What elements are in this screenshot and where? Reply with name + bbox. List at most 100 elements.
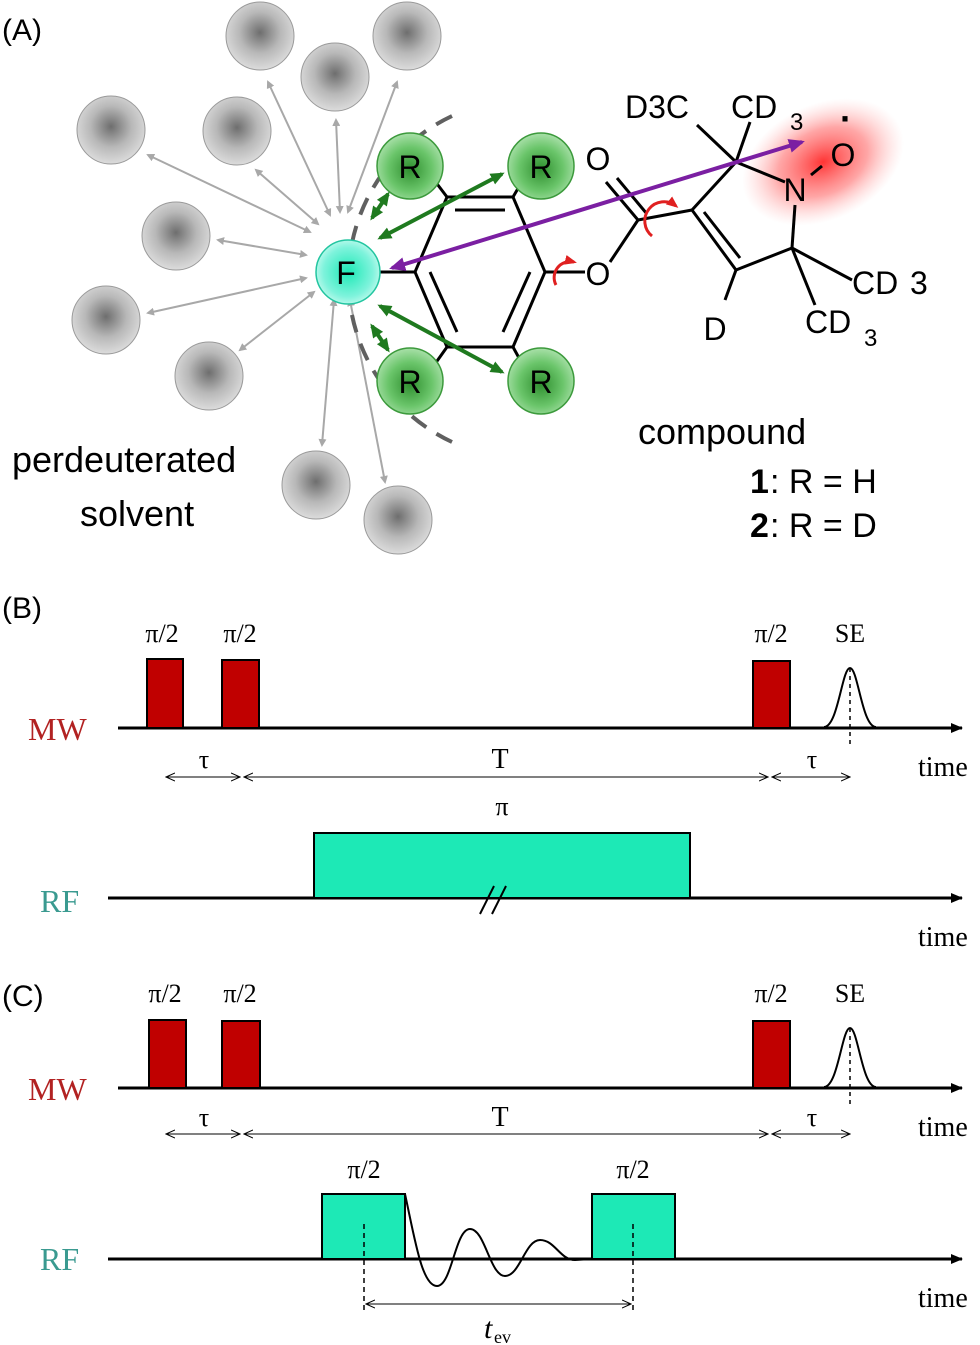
compound-label: compound [638, 411, 806, 452]
mw-pulse [752, 660, 791, 729]
ring-bond [735, 246, 793, 272]
spin-echo-label: SE [835, 979, 865, 1008]
r-substituent [507, 347, 575, 415]
mw-pulse [146, 658, 184, 729]
mw-channel-label: MW [28, 1071, 87, 1107]
evolution-time-label: t ev [484, 1312, 511, 1345]
solvent-arrow [332, 118, 344, 214]
mixing-time-label: T [491, 1102, 508, 1133]
evolution-time-subscript: ev [494, 1327, 511, 1345]
solvent-molecule [71, 285, 141, 355]
rf-pulse-label: π [495, 792, 508, 821]
mw-pulse-label: π/2 [223, 619, 256, 648]
rf-channel-label: RF [40, 1241, 79, 1277]
solvent-arrow [238, 290, 316, 352]
r-atom-label: R [398, 364, 421, 400]
mw-pulse [221, 1020, 261, 1089]
tau-label: τ [807, 1103, 817, 1132]
bond-n-o [810, 164, 823, 177]
solvent-molecule [363, 485, 433, 555]
compound-1-text: : R = H [770, 463, 877, 501]
d3c-group-label: D3C [625, 89, 689, 125]
ester-oxygen-label: O [586, 256, 611, 292]
rf-pulse-label: π/2 [616, 1155, 649, 1184]
tau-label: τ [807, 745, 817, 774]
rf-channel-label: RF [40, 883, 79, 919]
nitrogen-label: N [783, 172, 806, 208]
r-substituent [376, 347, 444, 415]
solvent-molecule [141, 201, 211, 271]
nitroxide-oxygen-label: O [831, 137, 856, 173]
r-atom-label: R [529, 149, 552, 185]
compound-2-definition: 2 : R = D [750, 507, 877, 545]
mw-pulse [221, 659, 260, 729]
solvent-molecule [225, 1, 295, 71]
cd3-top-label: CD [731, 89, 777, 125]
panel-b-label: (B) [2, 592, 42, 625]
cd3-bottom-group: CD 3 [805, 304, 877, 352]
coupling-arrow [377, 304, 505, 374]
cd3-top-subscript: 3 [790, 109, 803, 136]
rf-inversion-pulse [313, 832, 691, 899]
solvent-molecules [71, 1, 442, 555]
cd3-bottom-label: CD [805, 304, 851, 340]
solvent-arrow [266, 80, 332, 217]
rf-pulse-label: π/2 [347, 1155, 380, 1184]
mw-time-label: time [918, 1112, 968, 1143]
axis-break-mark [491, 885, 507, 915]
cd3-right-group: CD 3 [852, 265, 928, 301]
solvent-molecule [300, 42, 370, 112]
solvent-arrow [146, 275, 308, 316]
fluorine-atom [315, 239, 381, 305]
solvent-arrow [216, 237, 308, 258]
compound-2-number: 2 [750, 507, 769, 545]
bond-o-c [608, 219, 640, 263]
spin-echo-label: SE [835, 619, 865, 648]
cd3-top-group: CD 3 [731, 89, 803, 136]
free-evolution-signal [404, 1193, 593, 1288]
ring-double-bond [501, 271, 532, 333]
solvent-label-line1: perdeuterated [12, 439, 236, 480]
compound-2-text: : R = D [770, 507, 877, 545]
coupling-arrow [370, 323, 390, 353]
tau-label: τ [199, 1103, 209, 1132]
solvent-molecule [76, 95, 146, 165]
solvent-molecule [372, 1, 442, 71]
bond-c-d [723, 269, 738, 301]
mw-pulse [148, 1019, 187, 1089]
compound-1-definition: 1 : R = H [750, 463, 877, 501]
cd3-right-label: CD [852, 265, 898, 301]
bond-c-cd3 [790, 247, 817, 306]
panel-c-label: (C) [2, 980, 44, 1013]
r-substituent [376, 132, 444, 200]
ring-double-bond [428, 271, 459, 333]
r-substituents: R R R R [376, 132, 575, 415]
rf-time-label: time [918, 1283, 968, 1314]
evolution-time-symbol: t [484, 1312, 493, 1345]
compound-1-number: 1 [750, 463, 769, 501]
mw-pulse-label: π/2 [754, 979, 787, 1008]
solvent-arrow [346, 80, 399, 214]
solvent-arrow [318, 298, 338, 447]
solvent-molecule [202, 96, 272, 166]
cd3-bottom-subscript: 3 [864, 325, 877, 352]
mw-pulse-label: π/2 [223, 979, 256, 1008]
fluorine-atom-label: F [336, 255, 356, 291]
panel-c: (C) MW time π/2 π/2 π/2 SE τ T τ RF time… [2, 979, 968, 1345]
cd3-right-subscript: 3 [910, 265, 928, 301]
fluorine-electron-distance-arrow [389, 139, 805, 271]
panel-a-label: (A) [2, 14, 42, 47]
carbonyl-oxygen-label: O [586, 141, 611, 177]
axis-break-mark [479, 885, 495, 915]
bond-c-cd3 [734, 121, 752, 163]
solvent-molecule [174, 341, 244, 411]
ring-bonds [413, 195, 547, 349]
panel-a: (A) [2, 1, 928, 555]
r-atom-label: R [529, 364, 552, 400]
solvent-label-line2: solvent [80, 493, 194, 534]
solvent-arrow [254, 168, 320, 226]
mw-channel-label: MW [28, 711, 87, 747]
bond-c-cd3 [695, 123, 738, 164]
panel-b: (B) MW time π/2 π/2 π/2 SE τ T τ RF time… [2, 592, 968, 953]
